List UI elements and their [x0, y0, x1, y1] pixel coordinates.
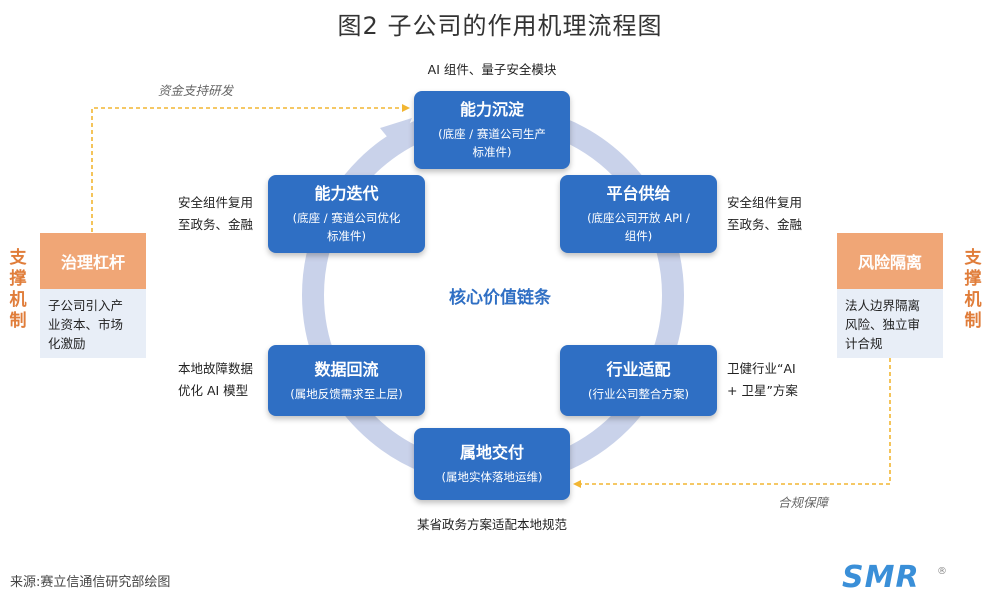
- node-sub: 标准件): [327, 229, 366, 243]
- mech-line: 计合规: [845, 336, 883, 351]
- note-line: 至政务、金融: [178, 217, 254, 232]
- node-title: 能力沉淀: [459, 100, 524, 119]
- node-title: 数据回流: [314, 359, 379, 379]
- note-bottom: 某省政务方案适配本地规范: [416, 517, 567, 532]
- node-sub: (属地实体落地运维): [441, 470, 543, 484]
- node-sub: 标准件): [472, 145, 512, 159]
- governance-leverage-body: 子公司引入产 业资本、市场 化激励: [40, 289, 146, 358]
- note-upper-left: 安全组件复用 至政务、金融: [178, 192, 253, 236]
- node-sub: (属地反馈需求至上层): [290, 386, 403, 401]
- node-sub: (底座 / 赛道公司优化: [292, 211, 401, 225]
- right-dashed-arrow: [573, 358, 891, 488]
- governance-leverage-head: 治理杠杆: [40, 233, 146, 289]
- note-lower-left: 本地故障数据 优化 AI 模型: [178, 358, 253, 402]
- risk-isolation-body: 法人边界隔离 风险、独立审 计合规: [837, 289, 943, 358]
- note-line: + 卫星”方案: [727, 383, 798, 398]
- note-upper-right: 安全组件复用 至政务、金融: [727, 192, 802, 236]
- mech-line: 子公司引入产: [48, 298, 124, 313]
- mech-line: 法人边界隔离: [845, 298, 921, 313]
- right-flow-label: 合规保障: [778, 495, 829, 510]
- mech-line: 风险、独立审: [845, 317, 921, 332]
- node-sub: (底座 / 赛道公司生产: [438, 127, 546, 141]
- node-industry-adaptation: 行业适配 (行业公司整合方案): [560, 345, 717, 416]
- node-title: 能力迭代: [314, 184, 379, 203]
- mech-line: 化激励: [48, 336, 86, 351]
- node-title: 行业适配: [606, 359, 671, 379]
- node-title: 平台供给: [606, 184, 671, 203]
- node-title: 属地交付: [459, 443, 524, 462]
- registered-mark: ®: [937, 566, 947, 577]
- node-platform-supply: 平台供给 (底座公司开放 API / 组件): [560, 175, 717, 253]
- note-line: 安全组件复用: [727, 195, 803, 210]
- footer-source: 来源:赛立信通信研究部绘图: [10, 575, 171, 590]
- note-line: 本地故障数据: [178, 361, 254, 376]
- node-local-delivery: 属地交付 (属地实体落地运维): [414, 428, 570, 500]
- note-line: 优化 AI 模型: [178, 383, 249, 398]
- node-data-backflow: 数据回流 (属地反馈需求至上层): [268, 345, 425, 416]
- node-capability-accumulation: 能力沉淀 (底座 / 赛道公司生产 标准件): [414, 91, 570, 169]
- mech-line: 业资本、市场: [48, 317, 124, 332]
- note-line: 安全组件复用: [178, 195, 254, 210]
- brand-logo: SMR: [842, 560, 920, 595]
- note-line: 至政务、金融: [727, 217, 803, 232]
- note-line: 卫健行业“AI: [727, 361, 796, 376]
- note-top: AI 组件、量子安全模块: [427, 62, 557, 77]
- node-sub: (行业公司整合方案): [588, 386, 689, 401]
- left-flow-label: 资金支持研发: [158, 83, 234, 98]
- cycle-arrow-head: [380, 118, 412, 150]
- risk-isolation-head: 风险隔离: [837, 233, 943, 289]
- page-title: 图2 子公司的作用机理流程图: [337, 12, 663, 40]
- node-sub: (底座公司开放 API /: [587, 211, 690, 225]
- right-side-label: 支撑机制: [964, 248, 982, 331]
- note-lower-right: 卫健行业“AI + 卫星”方案: [727, 358, 798, 402]
- left-side-label: 支撑机制: [9, 248, 27, 331]
- node-sub: 组件): [624, 229, 653, 243]
- node-capability-iteration: 能力迭代 (底座 / 赛道公司优化 标准件): [268, 175, 425, 253]
- core-label: 核心价值链条: [449, 288, 551, 308]
